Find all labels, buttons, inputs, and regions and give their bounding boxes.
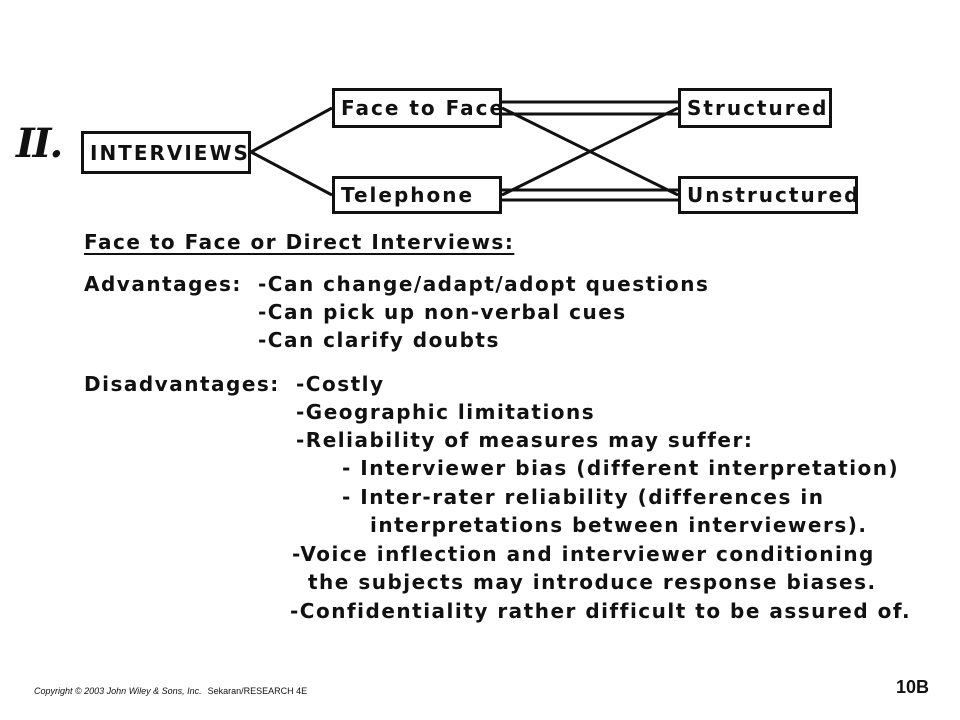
connector-tel-struct [501, 106, 679, 197]
connector-interviews-f2f [250, 106, 333, 154]
node-unstructured: Unstructured [678, 176, 858, 214]
advantage-item: -Can change/adapt/adopt questions [258, 272, 710, 296]
disadvantage-item: -Costly [296, 372, 385, 396]
section-heading: Face to Face or Direct Interviews: [84, 230, 515, 254]
disadvantage-item-cont: the subjects may introduce response bias… [308, 570, 877, 594]
advantage-item: -Can pick up non-verbal cues [258, 300, 627, 324]
copyright-text: Copyright © 2003 John Wiley & Sons, Inc. [34, 686, 202, 696]
disadvantage-item: -Geographic limitations [296, 400, 596, 424]
node-structured: Structured [678, 88, 832, 128]
disadvantage-item: -Reliability of measures may suffer: [296, 428, 754, 452]
node-face-to-face: Face to Face [332, 88, 503, 128]
diagram-connectors [250, 100, 679, 202]
section-number: II. [16, 120, 63, 167]
footer-copyright: Copyright © 2003 John Wiley & Sons, Inc.… [34, 686, 307, 696]
disadvantage-subitem: - Inter-rater reliability (differences i… [342, 485, 825, 509]
disadvantage-item: -Voice inflection and interviewer condit… [292, 542, 875, 566]
node-telephone: Telephone [332, 176, 502, 214]
advantages-label: Advantages: [84, 272, 242, 296]
disadvantage-subitem-cont: interpretations between interviewers). [370, 513, 868, 537]
slide-number: 10B [896, 677, 930, 697]
author-text: Sekaran/RESEARCH 4E [207, 686, 308, 696]
connector-interviews-tel [250, 150, 333, 197]
node-interviews: INTERVIEWS [81, 131, 251, 174]
advantage-item: -Can clarify doubts [258, 328, 500, 352]
disadvantage-item: -Confidentiality rather difficult to be … [290, 599, 912, 623]
disadvantages-label: Disadvantages: [84, 372, 280, 396]
disadvantage-subitem: - Interviewer bias (different interpreta… [342, 456, 900, 480]
